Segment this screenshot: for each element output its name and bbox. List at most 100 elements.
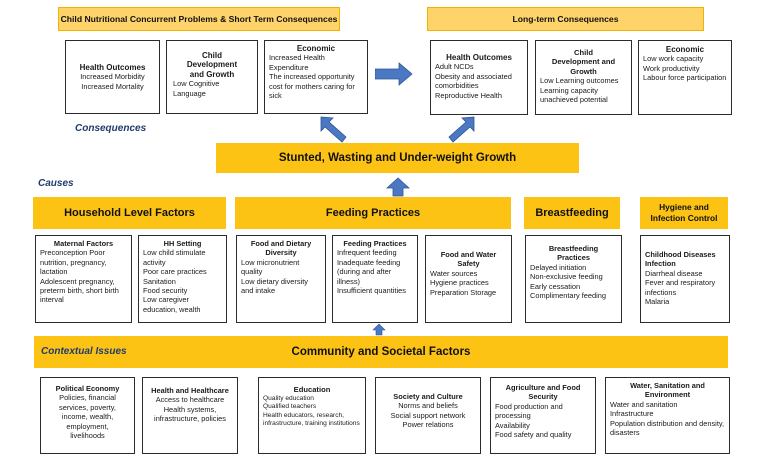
box-title: Child Development and Growth [551,48,616,76]
short-term-child-development-box: Child Development and Growth Low Cogniti… [166,40,258,114]
box-line: Health educators, research, infrastructu… [263,411,360,428]
box-line: Policies, financial services, poverty, i… [59,393,116,441]
agriculture-food-security-box: Agriculture and Food Security Food produ… [490,377,596,454]
box-title: Economic [665,45,705,54]
box-line: Power relations [402,420,454,430]
long-term-child-development-box: Child Development and Growth Low Learnin… [535,40,632,115]
box-line: Non-exclusive feeding [530,272,603,282]
box-line: Delayed initiation [530,262,587,272]
box-line: Reproductive Health [435,90,502,100]
box-line: Food safety and quality [495,430,572,440]
box-title: Health Outcomes [446,53,512,62]
long-term-health-outcomes-box: Health Outcomes Adult NCDs Obesity and a… [430,40,528,115]
education-box: Education Quality education Qualified te… [258,377,366,454]
box-line: Low child stimulate activity [143,248,206,267]
box-title: Food and Water Safety [440,250,497,269]
box-line: Adolescent pregnancy, preterm birth, sho… [40,276,119,305]
feeding-practices-header: Feeding Practices [235,197,511,229]
arrow-up-small-icon [372,323,386,336]
box-line: Access to healthcare [155,395,225,405]
box-line: Inadequate feeding (during and after ill… [337,257,401,286]
box-line: Complimentary feeding [530,291,606,301]
box-line: The increased opportunity cost for mothe… [269,72,355,101]
box-line: Low caregiver education, wealth [143,295,201,314]
hygiene-header: Hygiene and Infection Control [640,197,728,229]
feeding-practices-box: Feeding Practices Infrequent feeding Ina… [332,235,418,323]
short-term-economic-box: Economic Increased Health Expenditure Th… [264,40,368,114]
health-healthcare-box: Health and Healthcare Access to healthca… [142,377,238,454]
box-line: Low Cognitive Language [173,79,220,98]
box-line: Low Learning outcomes [540,76,619,86]
hh-setting-box: HH Setting Low child stimulate activity … [138,235,227,323]
box-title: Maternal Factors [53,239,114,248]
box-title: Health and Healthcare [151,386,229,395]
box-line: Adult NCDs [435,62,474,72]
box-line: Norms and beliefs [398,401,458,411]
box-line: Infrequent feeding [337,248,397,258]
box-line: Poor care practices [143,267,207,277]
box-title: Breastfeeding Practices [548,244,599,263]
box-line: Quality education [263,394,314,402]
childhood-diseases-box: Childhood Diseases Infection Diarrheal d… [640,235,730,323]
box-line: Population distribution and density, dis… [610,418,725,438]
box-line: Malaria [645,297,670,307]
short-term-consequences-header: Child Nutritional Concurrent Problems & … [58,7,340,31]
contextual-issues-label: Contextual Issues [41,346,127,357]
box-title: Economic [296,44,336,53]
box-line: Labour force participation [643,73,727,83]
box-line: Insufficient quantities [337,286,406,296]
box-line: Qualified teachers [263,403,317,411]
box-title: Society and Culture [393,392,463,401]
box-line: Sanitation [143,276,176,286]
box-title: Feeding Practices [343,239,407,248]
box-line: Water and sanitation [610,399,678,409]
box-title: Health Outcomes [79,63,146,72]
arrow-up-right-icon [448,116,475,143]
arrow-up-left-icon [320,116,347,143]
box-line: Preparation Storage [430,287,497,297]
central-outcome-bar: Stunted, Wasting and Under-weight Growth [216,143,579,173]
box-line: Hygiene practices [430,278,489,288]
box-title: Education [293,385,331,394]
breastfeeding-header: Breastfeeding [524,197,620,229]
box-title: Food and Dietary Diversity [250,239,312,258]
box-line: Water sources [430,268,478,278]
box-line: Increased Morbidity [80,72,145,82]
political-economy-box: Political Economy Policies, financial se… [40,377,135,454]
box-line: Food security [143,286,188,296]
box-line: Low micronutrient quality [241,257,300,277]
box-line: Availability [495,420,530,430]
long-term-consequences-header: Long-term Consequences [427,7,704,31]
box-line: Preconception Poor nutrition, pregnancy,… [40,248,107,277]
community-societal-factors-bar: Community and Societal Factors [34,336,728,368]
consequences-label: Consequences [75,123,147,134]
box-line: Increased Mortality [81,81,144,91]
society-culture-box: Society and Culture Norms and beliefs So… [375,377,481,454]
maternal-factors-box: Maternal Factors Preconception Poor nutr… [35,235,132,323]
box-title: Child Development and Growth [186,51,238,79]
box-title: Childhood Diseases Infection [645,250,716,269]
box-line: Low work capacity [643,54,704,64]
box-title: HH Setting [163,239,202,248]
box-line: Learning capacity unachieved potential [540,85,608,105]
breastfeeding-practices-box: Breastfeeding Practices Delayed initiati… [525,235,622,323]
box-line: Health systems, infrastructure, policies [154,404,226,424]
food-dietary-diversity-box: Food and Dietary Diversity Low micronutr… [236,235,326,323]
box-line: Diarrheal disease [645,268,703,278]
box-line: Early cessation [530,281,581,291]
household-factors-header: Household Level Factors [33,197,226,229]
box-line: Infrastructure [610,409,654,419]
box-title: Political Economy [55,384,120,393]
arrow-up-icon [386,177,410,197]
box-line: Food production and processing [495,401,563,421]
arrow-right-icon [375,62,413,86]
short-term-health-outcomes-box: Health Outcomes Increased Morbidity Incr… [65,40,160,114]
water-sanitation-environment-box: Water, Sanitation and Environment Water … [605,377,730,454]
food-water-safety-box: Food and Water Safety Water sources Hygi… [425,235,512,323]
box-line: Low dietary diversity and intake [241,276,308,296]
box-line: Obesity and associated comorbidities [435,71,512,91]
box-title: Agriculture and Food Security [505,383,581,402]
box-line: Fever and respiratory infections [645,278,716,297]
box-line: Work productivity [643,63,700,73]
long-term-economic-box: Economic Low work capacity Work producti… [638,40,732,115]
